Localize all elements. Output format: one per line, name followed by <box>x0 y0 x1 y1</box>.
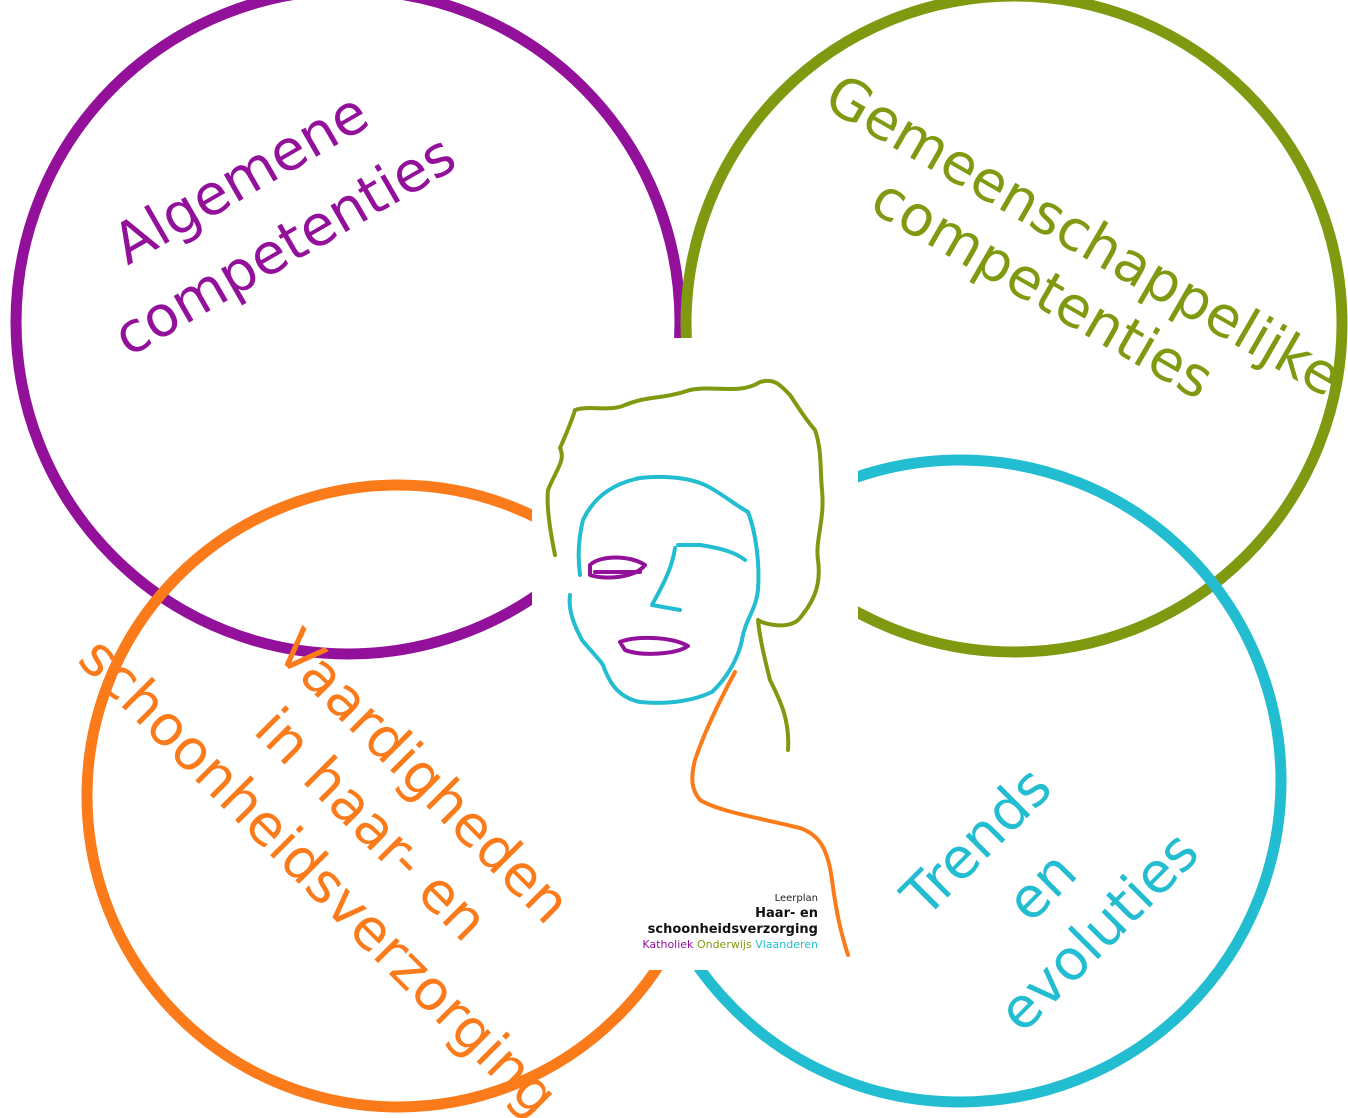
circle-gemeenschappelijke-competenties <box>680 0 1348 658</box>
legend-title-line2: schoonheidsverzorging <box>647 921 818 937</box>
legend-org-katholiek: Katholiek <box>642 938 694 951</box>
circle-algemene-competenties <box>10 0 686 660</box>
face-line-drawing-icon <box>545 378 850 957</box>
legend-leerplan: Leerplan <box>774 893 818 904</box>
leerplan-legend: Leerplan Haar- en schoonheidsverzorging … <box>560 893 818 952</box>
legend-org-onderwijs: Onderwijs <box>696 938 752 951</box>
center-panel <box>532 338 858 970</box>
legend-organisation: Katholiek Onderwijs Vlaanderen <box>560 938 818 952</box>
legend-title-line1: Haar- en <box>755 905 818 921</box>
legend-org-vlaanderen: Vlaanderen <box>755 938 818 951</box>
